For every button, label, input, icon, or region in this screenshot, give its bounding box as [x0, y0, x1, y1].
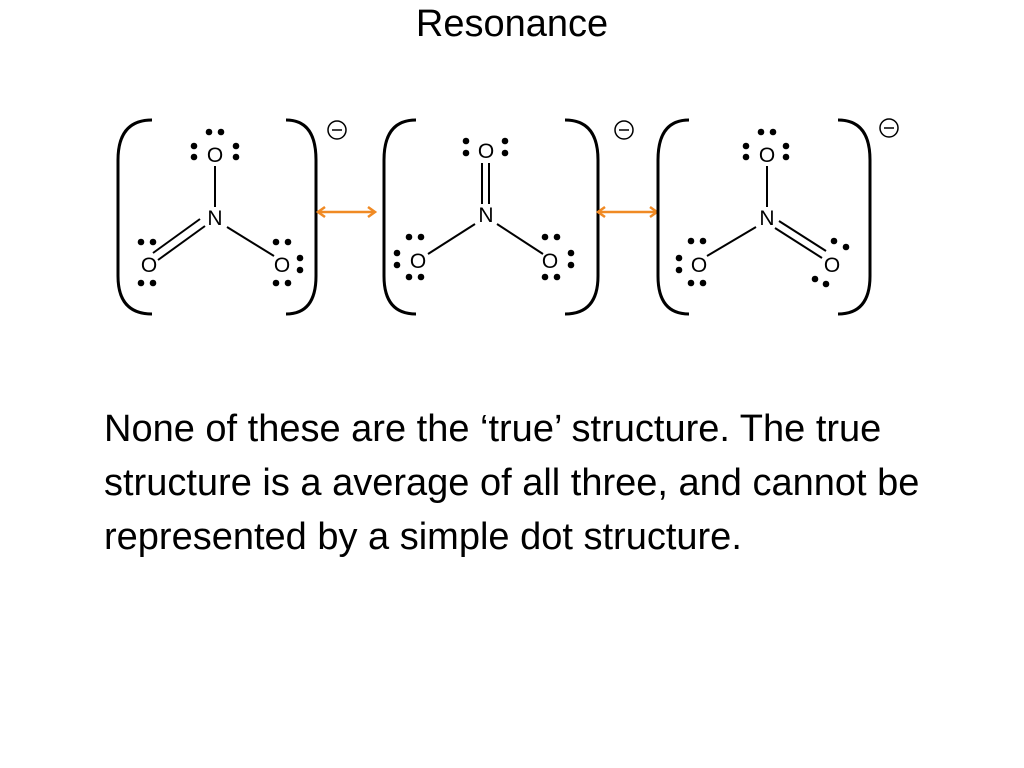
atom-top: O [759, 144, 775, 167]
atom-left: O [141, 254, 157, 277]
right-bracket [564, 118, 600, 316]
left-bracket [382, 118, 417, 316]
lone-pair-dots [675, 128, 850, 288]
atom-right: O [274, 254, 290, 277]
bond-right-double-b [774, 227, 823, 259]
bond-left-single [427, 223, 476, 255]
negative-charge-icon [327, 120, 347, 140]
bond-right-single [496, 223, 544, 255]
atom-right: O [542, 250, 558, 273]
right-bracket [837, 118, 872, 316]
bond-left-double-a [157, 225, 206, 261]
bond-right-single [226, 226, 275, 257]
bond-left-single [706, 226, 757, 257]
atom-right: O [824, 254, 840, 277]
bond-left-double-b [152, 218, 201, 254]
atom-center: N [478, 204, 493, 227]
right-bracket [285, 118, 318, 316]
resonance-structure-2: O N O O [382, 118, 634, 316]
atom-center: N [759, 207, 774, 230]
bond-right-double-a [778, 220, 827, 252]
atom-left: O [410, 250, 426, 273]
atom-left: O [691, 254, 707, 277]
atom-center: N [207, 207, 222, 230]
atom-top: O [478, 140, 494, 163]
lone-pair-dots [137, 128, 304, 287]
left-bracket [656, 118, 690, 316]
negative-charge-icon [879, 118, 899, 138]
bonds [152, 166, 275, 261]
resonance-arrow-1 [315, 205, 378, 219]
resonance-arrow-2 [595, 205, 660, 219]
negative-charge-icon [614, 120, 634, 140]
slide-title: Resonance [415, 3, 609, 45]
lone-pair-dots [393, 137, 575, 281]
resonance-structure-3: O N O O [656, 118, 899, 316]
atom-top: O [207, 144, 223, 167]
slide-caption: None of these are the ‘true’ structure. … [104, 408, 920, 558]
bonds [706, 166, 827, 259]
left-bracket [116, 118, 153, 316]
resonance-structure-1: O N O O [116, 118, 347, 316]
bonds [427, 163, 544, 255]
